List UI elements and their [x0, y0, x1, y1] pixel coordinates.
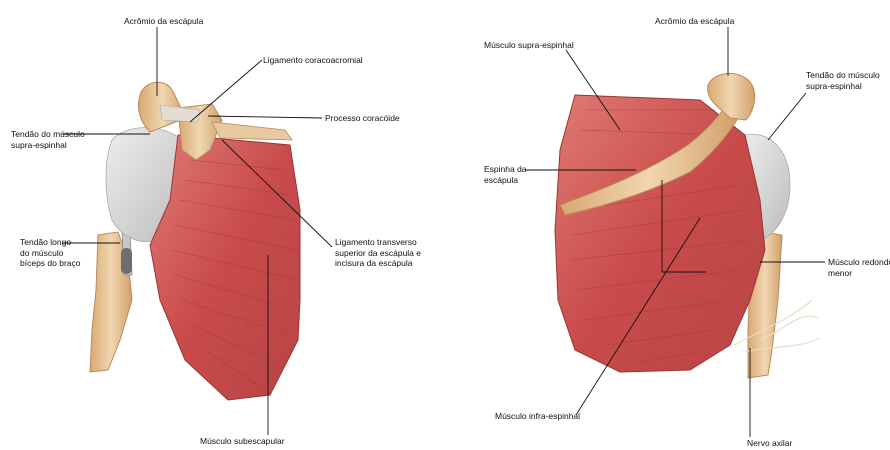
label-left-transverse-ligament: Ligamento transverso superior da escápul… [335, 237, 421, 269]
label-left-supraspinatus-tendon: Tendão do músculo supra-espinhal [11, 129, 85, 150]
label-right-infraspinatus: Músculo infra-espinhal [495, 411, 580, 422]
label-right-teres-minor-line2: menor [828, 268, 890, 279]
label-right-supraspinatus-tendon-line1: Tendão do músculo [806, 70, 880, 81]
label-right-scapular-spine: Espinha da escápula [484, 164, 527, 185]
label-right-spine-line1: Espinha da [484, 164, 527, 175]
label-left-biceps-line2: do músculo [20, 248, 80, 259]
label-right-supraspinatus-muscle: Músculo supra-espinhal [484, 40, 574, 51]
label-left-biceps-line3: bíceps do braço [20, 258, 80, 269]
label-left-subscapularis: Músculo subescapular [200, 436, 285, 447]
label-right-axillary-nerve: Nervo axilar [747, 438, 792, 449]
label-right-supraspinatus-tendon: Tendão do músculo supra-espinhal [806, 70, 880, 91]
left-figure [90, 82, 300, 400]
label-left-biceps-tendon: Tendão longo do músculo bíceps do braço [20, 237, 80, 269]
label-right-acromion: Acrômio da escápula [655, 16, 734, 27]
label-left-supraspinatus-tendon-line2: supra-espinhal [11, 140, 85, 151]
label-left-coracoid-process: Processo coracóide [325, 113, 400, 124]
label-right-teres-minor-line1: Músculo redondo [828, 257, 890, 268]
label-left-supraspinatus-tendon-line1: Tendão do músculo [11, 129, 85, 140]
label-left-biceps-line1: Tendão longo [20, 237, 80, 248]
label-right-spine-line2: escápula [484, 175, 527, 186]
label-left-transverse-line1: Ligamento transverso [335, 237, 421, 248]
label-right-teres-minor: Músculo redondo menor [828, 257, 890, 278]
label-left-acromion: Acrômio da escápula [124, 16, 203, 27]
label-left-transverse-line2: superior da escápula e [335, 248, 421, 259]
label-left-coracoacromial-ligament: Ligamento coracoacromial [263, 55, 363, 66]
right-figure [555, 73, 820, 378]
label-left-transverse-line3: incisura da escápula [335, 258, 421, 269]
right-infraspinatus-muscle [555, 95, 765, 372]
label-right-supraspinatus-tendon-line2: supra-espinhal [806, 81, 880, 92]
